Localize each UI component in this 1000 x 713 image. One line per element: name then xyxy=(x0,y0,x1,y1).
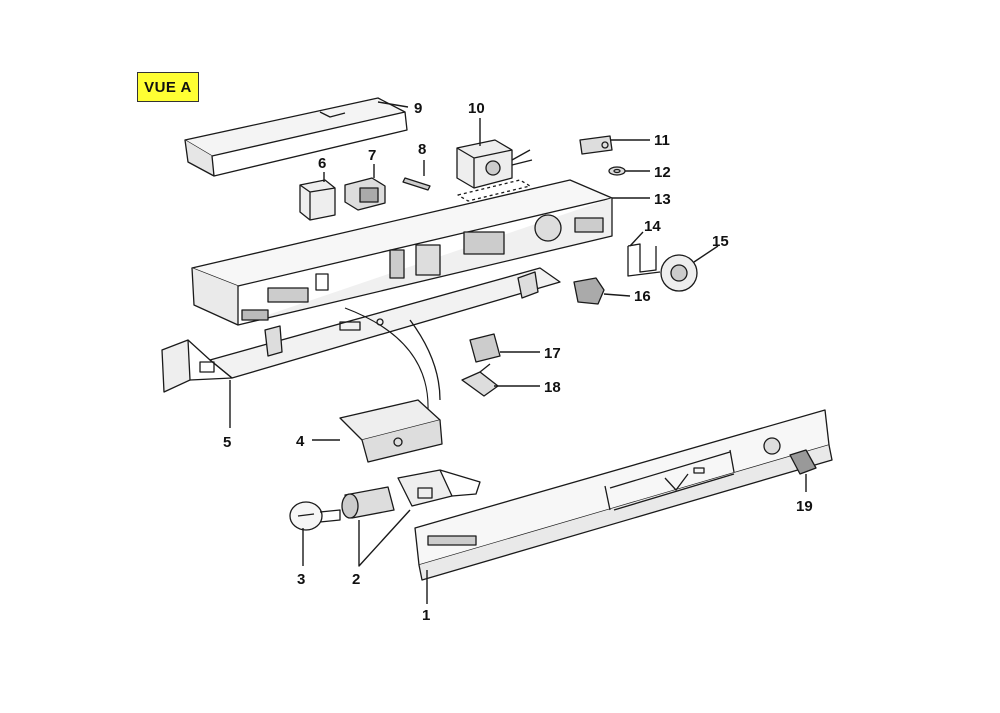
part-8-pin xyxy=(402,177,431,191)
callout-7: 7 xyxy=(368,147,376,164)
part-11-clip xyxy=(579,135,613,155)
callout-5: 5 xyxy=(223,434,231,451)
part-12-washer xyxy=(608,166,626,176)
part-13-control-box xyxy=(191,179,613,326)
callout-13: 13 xyxy=(654,191,671,208)
callout-2: 2 xyxy=(352,571,360,588)
callout-19: 19 xyxy=(796,498,813,515)
part-6-switch-cover xyxy=(299,179,336,221)
callout-10: 10 xyxy=(468,100,485,117)
callout-1: 1 xyxy=(422,607,430,624)
callout-3: 3 xyxy=(297,571,305,588)
part-7-switch xyxy=(344,177,386,211)
callout-18: 18 xyxy=(544,379,561,396)
callout-15: 15 xyxy=(712,233,729,250)
wiring-arcs xyxy=(344,307,441,411)
part-17-connector xyxy=(469,333,501,363)
part-15-knob-dial xyxy=(660,254,698,292)
part-4-cover xyxy=(339,399,443,463)
part-3-bulb xyxy=(289,501,341,531)
callout-17: 17 xyxy=(544,345,561,362)
part-9-cover-strip xyxy=(184,97,408,177)
callout-9: 9 xyxy=(414,100,422,117)
part-2-lamp-socket xyxy=(341,469,481,519)
part-14-bracket xyxy=(627,243,661,277)
part-19-knob xyxy=(789,449,817,475)
part-16-knob xyxy=(573,277,605,305)
callout-4: 4 xyxy=(296,433,305,450)
callout-16: 16 xyxy=(634,288,651,305)
leader-lines xyxy=(229,101,807,604)
part-5-bracket-plate xyxy=(161,267,561,393)
view-label: VUE A xyxy=(137,72,199,102)
callout-12: 12 xyxy=(654,164,671,181)
part-10-thermostat xyxy=(456,139,533,202)
callout-8: 8 xyxy=(418,141,426,158)
callout-numbers: 1 2 3 4 5 6 7 8 9 10 11 12 13 14 15 16 1… xyxy=(223,100,813,624)
part-1-front-panel xyxy=(414,409,833,581)
callout-14: 14 xyxy=(644,218,661,235)
part-18-clip-pair xyxy=(461,363,499,397)
callout-11: 11 xyxy=(654,132,670,149)
callout-6: 6 xyxy=(318,155,326,172)
